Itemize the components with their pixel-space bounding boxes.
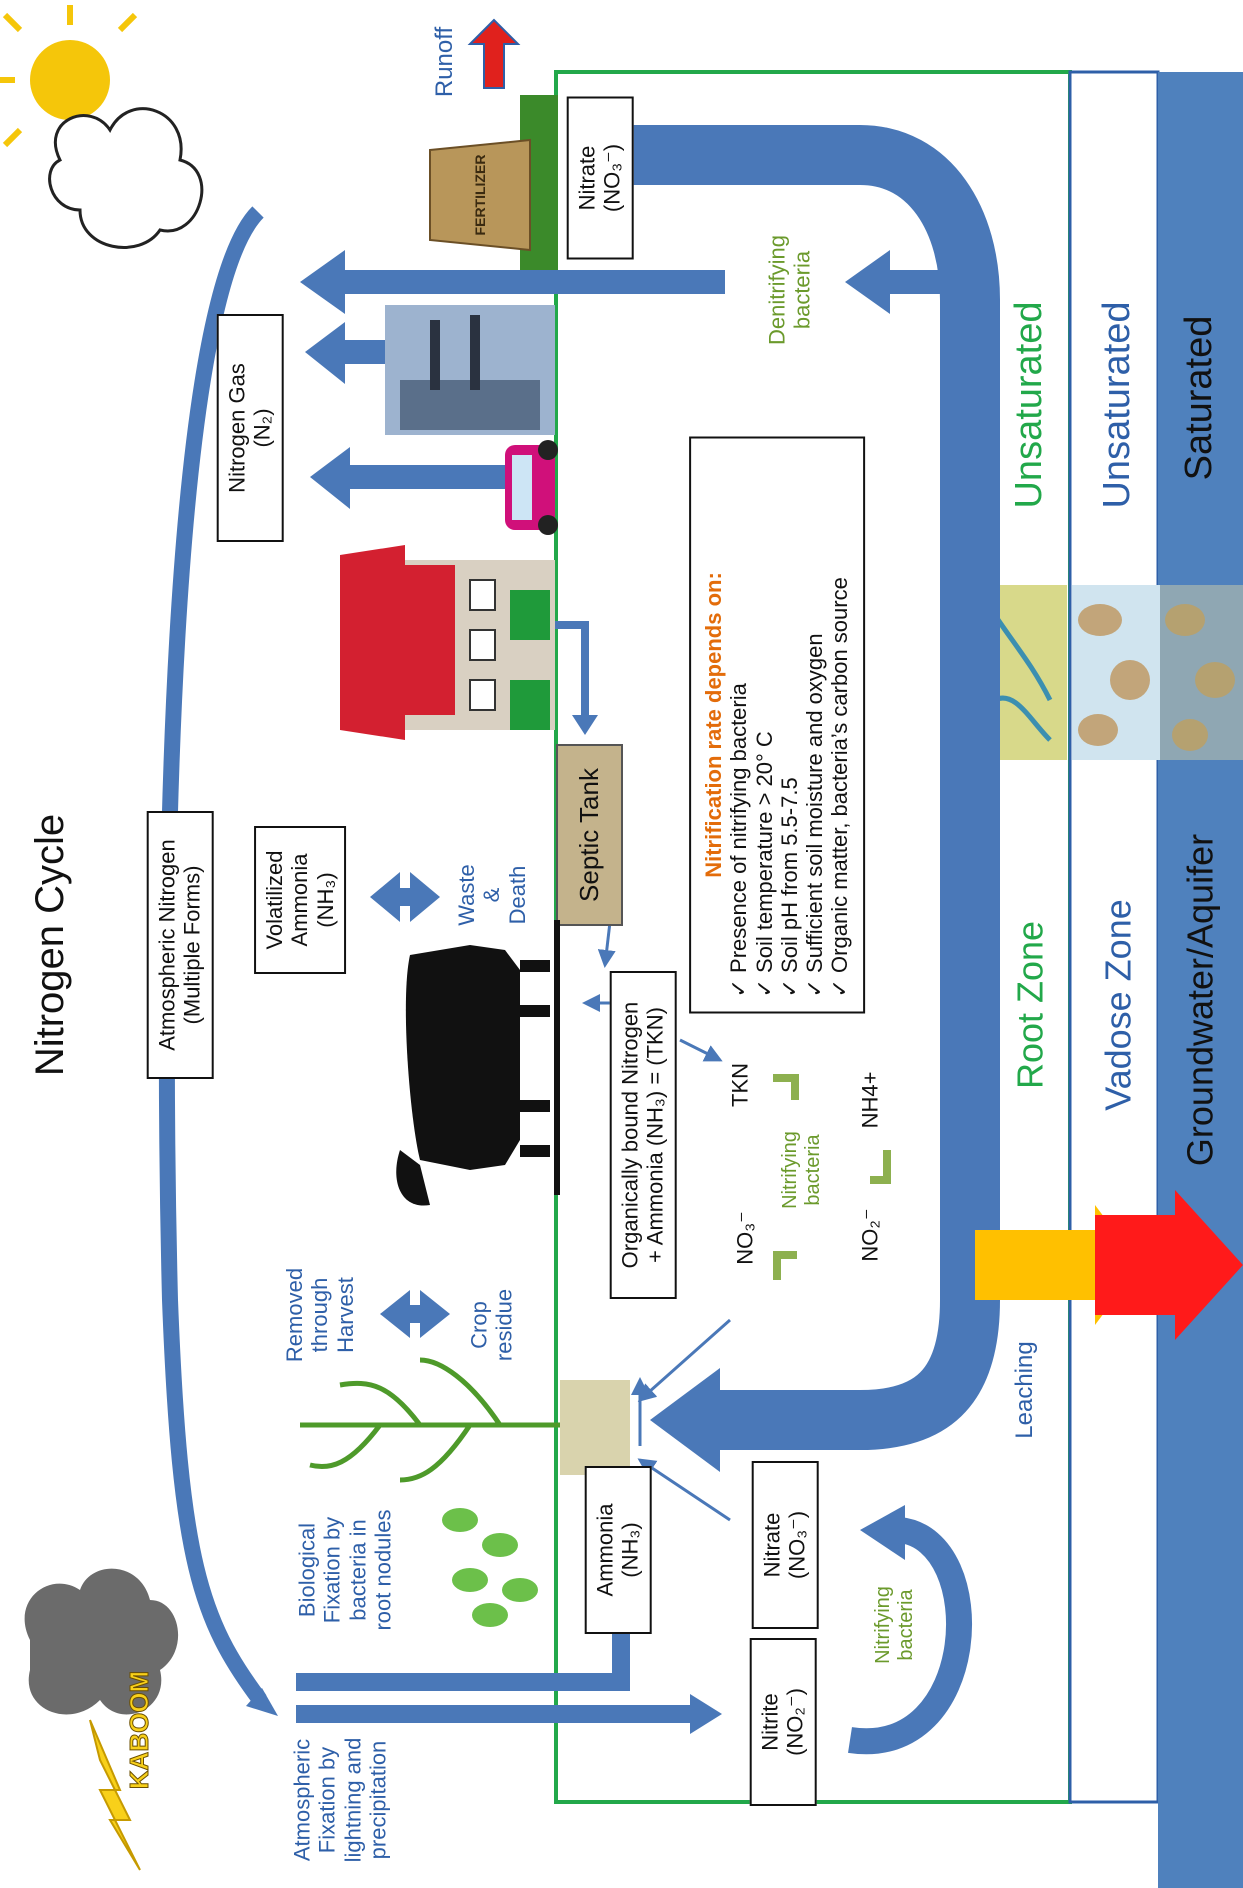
waste-death-label: Waste & Death [454,864,530,926]
septic-tank [556,744,623,926]
leaching-arrows [975,1190,1243,1340]
cow-image [396,945,550,1206]
nitrification-item: Presence of nitrifying bacteria [726,453,751,998]
crop-residue-label: Crop residue [466,1288,517,1362]
nitrification-cycle-arrows [773,1074,891,1280]
soil-textures [975,585,1243,760]
fixation-arrows [296,1595,722,1734]
kaboom-text: KABOOM [124,1670,155,1790]
cycle-nh4: NH4+ [857,1071,883,1129]
vadose-zone-label: Vadose Zone [1097,899,1139,1111]
nitrite-nitrate-arc [848,1517,972,1755]
fertilizer-text: FERTILIZER [471,154,488,236]
page-title: Nitrogen Cycle [28,813,72,1077]
nitrification-rate-box: Nitrification rate depends on: Presence … [689,436,865,1014]
nitrogen-gas-box: Nitrogen Gas (N₂) [216,314,284,542]
fertilizer-bag-image [429,138,531,252]
atmospheric-fixation-label: Atmospheric Fixation by lightning and pr… [289,1737,391,1863]
volatilized-ammonia-box: Volatilized Ammonia (NH₃) [254,826,346,974]
runoff-arrow [467,18,521,89]
septic-tank-label: Septic Tank [574,768,605,902]
nitrification-item: Soil pH from 5.5-7.5 [777,453,802,998]
sun-cloud-icon [0,5,204,249]
organic-nitrogen-box: Organically bound Nitrogen + Ammonia (NH… [609,971,677,1299]
corn-plant-image [300,1357,560,1483]
thin-arrows [582,921,731,1522]
nitrification-item: Sufficient soil moisture and oxygen [802,453,827,998]
nitrification-heading: Nitrification rate depends on: [701,572,727,878]
biological-fixation-label: Biological Fixation by bacteria in root … [294,1509,396,1631]
nitrification-item: Soil temperature > 20° C [752,453,777,998]
house-image [340,545,555,740]
double-arrows [370,872,450,1338]
saturated-label: Saturated [1178,315,1221,481]
atmospheric-nitrogen-box: Atmospheric Nitrogen (Multiple Forms) [146,811,214,1079]
atmosphere-arc [158,206,267,1705]
cycle-nitrifying-label: Nitrifying bacteria [779,1131,824,1209]
runoff-label: Runoff [431,26,459,98]
leaching-label: Leaching [1011,1341,1039,1439]
nitrate-u-arrow [620,125,1000,1450]
storm-cloud-icon [24,1568,179,1871]
groundwater-label: Groundwater/Aquifer [1179,833,1221,1167]
cycle-no2: NO₂⁻ [857,1208,883,1262]
removed-harvest-label: Removed through Harvest [282,1267,358,1363]
nitrifying-bottom-label: Nitrifying bacteria [872,1586,917,1664]
nitrification-item: Organic matter, bacteria’s carbon source [828,453,853,998]
cycle-tkn: TKN [727,1063,753,1107]
aquifer-band [1158,72,1243,1888]
denitrifying-label: Denitrifying bacteria [764,234,815,346]
unsaturated-vadose-label: Unsaturated [1096,301,1139,509]
vadose-zone-band [1068,70,1160,1804]
soybean-plant-image [442,1508,538,1627]
root-soil [560,1380,630,1475]
nitrate-bottom-box: Nitrate (NO₃⁻) [751,1461,819,1629]
factory-image [385,305,555,435]
nitrification-list: Presence of nitrifying bacteria Soil tem… [726,453,852,998]
nitrite-box: Nitrite (NO₂⁻) [749,1638,817,1806]
root-zone-label: Root Zone [1009,920,1051,1090]
house-drain-arrow [555,621,589,720]
nitrate-top-box: Nitrate (NO₃⁻) [566,96,634,260]
cycle-no3: NO₃⁻ [732,1211,758,1265]
car-image [505,440,558,535]
ammonia-box: Ammonia (NH₃) [584,1466,652,1634]
unsaturated-root-label: Unsaturated [1008,301,1051,509]
